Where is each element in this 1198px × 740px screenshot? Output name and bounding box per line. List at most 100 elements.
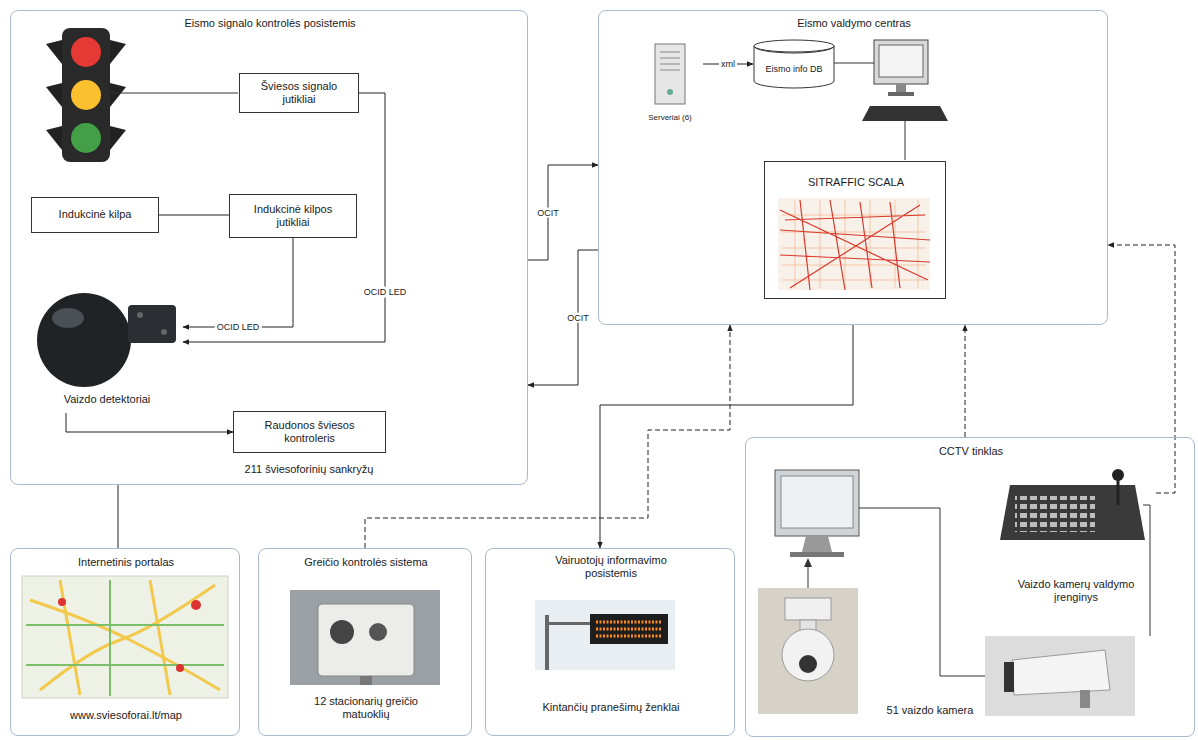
server-slots bbox=[660, 52, 680, 70]
panel-note: 12 stacionarių greičio matuoklių bbox=[314, 695, 418, 721]
wire bbox=[834, 63, 874, 64]
device-label: Vaizdo kamerų valdymo įrenginys bbox=[1016, 578, 1136, 604]
panel-heading: Vairuotojų informavimo posistemis bbox=[531, 554, 691, 580]
software-box: SITRAFFIC SCALA bbox=[764, 161, 946, 299]
video-detector: Vaizdo detektoriai bbox=[31, 283, 183, 413]
server-icon bbox=[655, 44, 685, 104]
wire bbox=[905, 121, 906, 160]
sign-message bbox=[596, 622, 662, 636]
detector-sphere bbox=[37, 293, 131, 387]
camera-pole bbox=[360, 676, 372, 685]
keyboard-body bbox=[1000, 485, 1145, 540]
detector-mount bbox=[128, 305, 176, 343]
map-marker bbox=[176, 664, 184, 672]
camera-housing bbox=[318, 604, 414, 676]
connector bbox=[183, 238, 293, 327]
mount-screw bbox=[161, 329, 167, 335]
monitor-screen bbox=[781, 476, 853, 528]
map-roads bbox=[30, 580, 220, 695]
control-center-panel: Eismo valdymo centrasServeriai (6) Eismo … bbox=[598, 10, 1108, 325]
mount-screw bbox=[137, 312, 143, 318]
speed-camera bbox=[290, 590, 440, 685]
green-lamp bbox=[71, 123, 101, 153]
photo-ground bbox=[290, 590, 440, 685]
cylinder-top bbox=[754, 40, 834, 52]
keyboard bbox=[862, 106, 948, 121]
wire bbox=[110, 93, 238, 94]
detector-highlight bbox=[52, 308, 84, 328]
connector bbox=[528, 165, 598, 260]
connector bbox=[118, 485, 119, 548]
url-text: www.sviesoforai.lt/map bbox=[11, 709, 241, 722]
sign-board bbox=[590, 614, 668, 644]
portal-panel: Internetinis portalaswww.sviesoforai.lt/… bbox=[10, 548, 240, 736]
photo-ground bbox=[985, 636, 1135, 716]
box-label: Eismo info DB bbox=[765, 64, 822, 75]
dome-detector bbox=[37, 293, 176, 387]
photo-ground bbox=[535, 600, 675, 670]
box-label: Šviesos signalo jutikliai bbox=[246, 80, 352, 106]
map-ground bbox=[22, 576, 228, 698]
camera-bracket bbox=[1080, 690, 1090, 708]
message-sign bbox=[535, 600, 675, 670]
map-roads bbox=[26, 580, 224, 696]
monitor-base bbox=[790, 552, 844, 557]
wire bbox=[1143, 505, 1150, 636]
sensor-box: Šviesos signalo jutikliai bbox=[239, 73, 359, 113]
panel-heading: Greičio kontrolės sistema bbox=[259, 556, 473, 569]
device-label: Serveriai (6) bbox=[637, 113, 703, 123]
wire bbox=[808, 566, 809, 588]
box-camera bbox=[985, 636, 1135, 716]
portal-map bbox=[22, 576, 228, 698]
connector bbox=[365, 325, 730, 548]
sign-arm bbox=[545, 622, 590, 625]
connector bbox=[66, 413, 233, 432]
panel-heading: Eismo signalo kontrolės posistemis bbox=[11, 17, 529, 30]
panel-note: Kintančių pranešimų ženklai bbox=[486, 701, 736, 714]
map-ground bbox=[778, 198, 930, 290]
edge-label: OCIT bbox=[535, 207, 561, 218]
controller-box: Raudonos šviesos kontroleris bbox=[233, 411, 386, 453]
panel-heading: Eismo valdymo centras bbox=[599, 17, 1109, 30]
panel-note: 211 šviesoforinių sankryžų bbox=[199, 463, 419, 476]
server-node: Serveriai (6) bbox=[637, 41, 703, 129]
map-marker bbox=[191, 600, 201, 610]
cctv-monitor bbox=[775, 470, 859, 557]
yellow-lamp bbox=[71, 80, 101, 110]
city-map bbox=[778, 198, 930, 290]
box-label: Indukcinė kilpa bbox=[59, 208, 132, 221]
box-label: Raudonos šviesos kontroleris bbox=[240, 419, 379, 445]
box-label: SITRAFFIC SCALA bbox=[765, 176, 947, 189]
edge-label: OCIT bbox=[565, 312, 591, 323]
box-label: Indukcinė kilpos jutikliai bbox=[236, 203, 350, 229]
connector bbox=[528, 250, 598, 385]
server-case bbox=[655, 44, 685, 104]
camera-lens bbox=[330, 620, 354, 644]
edge-label: xml bbox=[719, 59, 737, 70]
sensor-box: Indukcinė kilpa bbox=[31, 197, 159, 233]
monitor-frame bbox=[775, 470, 859, 536]
server-led bbox=[667, 89, 673, 95]
photo-ground bbox=[758, 588, 858, 714]
connector bbox=[965, 325, 966, 437]
keyboard-keys bbox=[1015, 496, 1095, 532]
camera-lens bbox=[799, 655, 817, 673]
edge-label: OCID LED bbox=[215, 322, 262, 333]
database-cylinder: Eismo info DB bbox=[753, 39, 835, 89]
sensor-box: Indukcinė kilpos jutikliai bbox=[229, 194, 357, 238]
camera-mount bbox=[785, 598, 831, 620]
connector bbox=[183, 93, 385, 342]
connector bbox=[1108, 245, 1175, 493]
monitor-frame bbox=[874, 40, 928, 84]
traffic-light bbox=[46, 28, 126, 162]
subsystem-panel: Greičio kontrolės sistema 12 stacionarių … bbox=[258, 548, 472, 736]
monitor-base bbox=[888, 92, 914, 96]
connector bbox=[159, 215, 229, 216]
camera-flash bbox=[369, 623, 387, 641]
control-keyboard bbox=[1000, 469, 1145, 540]
map-roads bbox=[780, 200, 930, 290]
monitor-stand bbox=[802, 536, 832, 552]
